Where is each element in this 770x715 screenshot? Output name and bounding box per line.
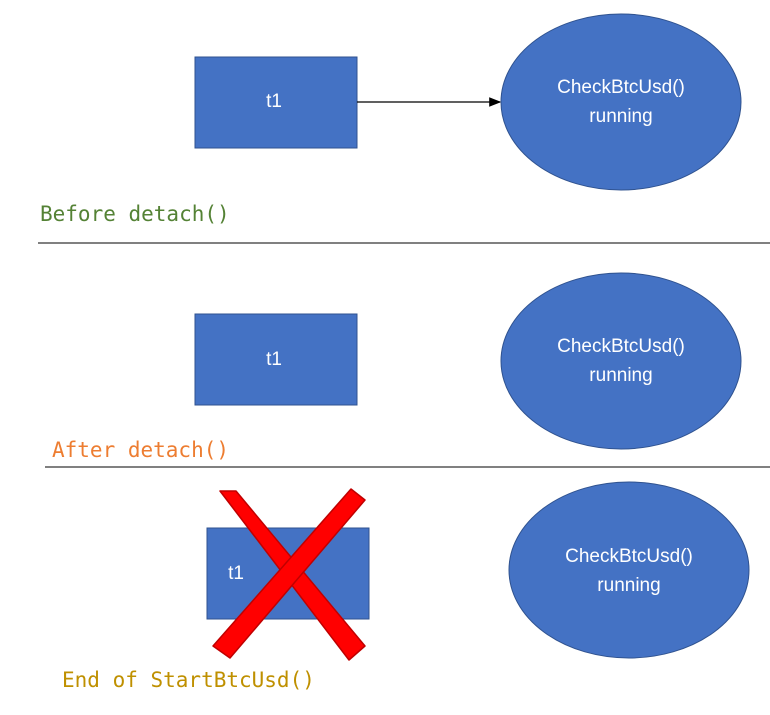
thread-t1-label: t1 xyxy=(266,349,282,370)
function-status-label: running xyxy=(597,575,660,596)
section-before-detach: t1 CheckBtcUsd() running Before detach() xyxy=(40,13,742,226)
thread-t1-label: t1 xyxy=(266,91,282,112)
function-name-label: CheckBtcUsd() xyxy=(557,336,685,357)
function-oval xyxy=(500,13,742,191)
section-end-of-function: t1 CheckBtcUsd() running End of StartBtc… xyxy=(62,481,750,692)
function-oval xyxy=(508,481,750,659)
thread-t1-label: t1 xyxy=(228,563,244,584)
function-name-label: CheckBtcUsd() xyxy=(565,546,693,567)
destroyed-cross-icon xyxy=(212,488,366,661)
caption-after-detach: After detach() xyxy=(52,438,229,462)
function-name-label: CheckBtcUsd() xyxy=(557,77,685,98)
thread-t1-box xyxy=(194,56,358,149)
function-oval xyxy=(500,272,742,450)
function-status-label: running xyxy=(589,106,652,127)
thread-t1-box xyxy=(194,313,358,406)
caption-end-of-function: End of StartBtcUsd() xyxy=(62,668,315,692)
function-status-label: running xyxy=(589,365,652,386)
section-after-detach: t1 CheckBtcUsd() running After detach() xyxy=(52,272,742,462)
caption-before-detach: Before detach() xyxy=(40,202,230,226)
